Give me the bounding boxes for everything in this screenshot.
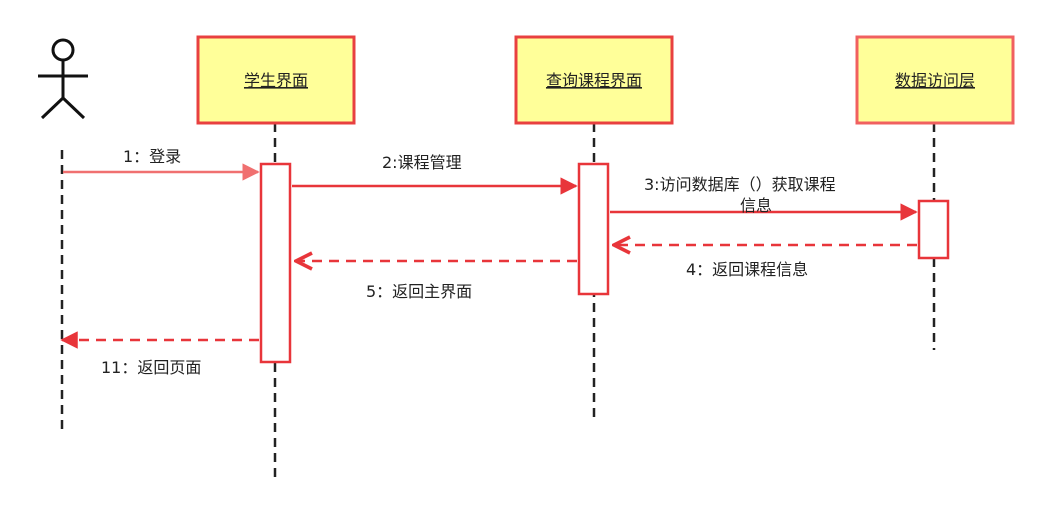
actor-right-leg — [61, 96, 86, 120]
participant-course-query-ui-label: 查询课程界面 — [546, 71, 642, 90]
activation-course-query-ui — [577, 162, 610, 296]
actor-head — [51, 38, 75, 62]
message-label-login: 1：登录 — [123, 147, 181, 166]
message-label-access-database-line2: 信息 — [740, 196, 772, 215]
participant-data-access-layer-label: 数据访问层 — [895, 71, 975, 90]
participant-course-query-ui: 查询课程界面 — [514, 35, 674, 125]
message-label-course-management: 2:课程管理 — [382, 153, 462, 172]
actor-left-leg — [40, 96, 65, 120]
activation-data-access-layer — [917, 199, 950, 260]
actor-figure — [38, 38, 88, 120]
participant-data-access-layer: 数据访问层 — [855, 35, 1015, 125]
message-label-return-course-info: 4：返回课程信息 — [686, 260, 808, 279]
message-label-access-database-line1: 3:访问数据库（）获取课程 — [644, 175, 836, 194]
message-label-return-page: 11：返回页面 — [101, 358, 201, 377]
participant-student-ui-label: 学生界面 — [244, 71, 308, 90]
message-label-return-main-page: 5：返回主界面 — [366, 282, 472, 301]
activation-student-ui — [259, 162, 292, 364]
participant-student-ui: 学生界面 — [196, 35, 356, 125]
